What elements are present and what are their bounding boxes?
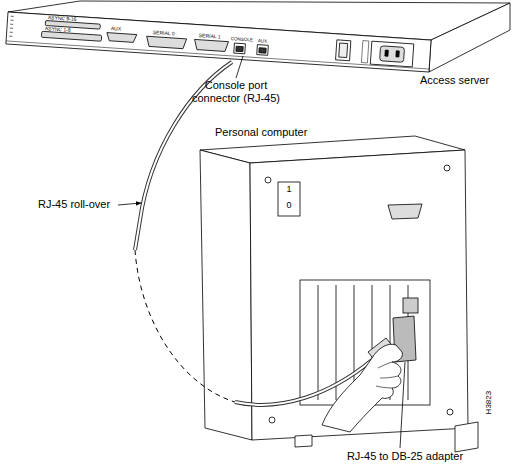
part-name: Console port connector (RJ-45) [186, 79, 286, 104]
screw [447, 409, 453, 415]
vent-slots [9, 16, 13, 36]
server-side [429, 3, 510, 72]
screw [265, 177, 271, 183]
rating-label [361, 41, 368, 63]
port-label: AUX [111, 26, 122, 32]
rollover-cable [135, 62, 372, 405]
port-label: ASYNC 9-16 [48, 15, 77, 22]
console-port-jack [236, 46, 243, 51]
serial-connector [146, 36, 187, 49]
power-switch [336, 40, 351, 61]
port-label: CONSOLE [231, 37, 253, 43]
pc-power-switch [278, 182, 300, 216]
db25-connector [388, 204, 422, 219]
figure-number: H3823 [484, 391, 493, 415]
port-label: SERIAL 1 [199, 33, 221, 39]
aux-port [257, 45, 269, 56]
part-name: Access server [420, 74, 489, 87]
switch-mark: 1 [286, 184, 291, 194]
console-port [234, 43, 246, 54]
personal-computer [200, 136, 478, 452]
serial-connector [194, 39, 229, 51]
part-name: RJ-45 to DB-25 adapter [347, 450, 463, 463]
power-inlet [370, 41, 413, 67]
pc-side [200, 150, 252, 440]
modular-port [403, 298, 418, 313]
socket-pin [396, 51, 399, 57]
part-name: RJ-45 roll-over [38, 198, 110, 211]
pc-foot [455, 422, 478, 452]
socket-pin [385, 50, 388, 56]
aux-connector [106, 33, 136, 43]
part-name: Personal computer [215, 126, 307, 139]
screw [269, 417, 275, 423]
callout-arrow [118, 203, 141, 205]
screw [444, 165, 450, 171]
pc-back-panel [250, 150, 468, 440]
port-label: SERIAL 0 [153, 30, 175, 36]
async-connector [41, 31, 101, 41]
access-server [6, 1, 510, 72]
port-label: AUX [257, 39, 267, 44]
aux-port-jack [259, 48, 266, 53]
switch-mark: 0 [286, 200, 291, 210]
leader-line [236, 56, 243, 78]
power-socket [380, 46, 405, 63]
panel-face [6, 12, 431, 72]
power-rocker [339, 43, 348, 57]
hand [322, 344, 402, 432]
port-label: ASYNC 1-8 [45, 26, 71, 33]
leader-line [400, 362, 405, 448]
server-front-panel [6, 12, 431, 72]
pc-foot [295, 435, 312, 447]
finger-lines [376, 362, 398, 388]
